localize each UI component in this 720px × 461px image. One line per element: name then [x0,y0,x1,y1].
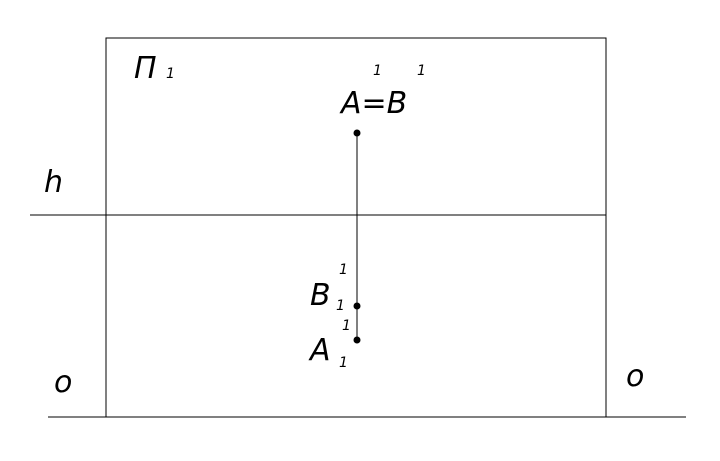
point-a-sub: 1 [339,355,348,371]
axis-o-label-left: o [54,365,72,400]
point-a1 [353,336,361,344]
point-b-sup: 1 [339,262,348,278]
axis-h-label: h [44,165,63,200]
top-point-sup-b: 1 [417,63,426,79]
point-b-sub: 1 [336,298,345,314]
point-a-label: A [308,333,331,368]
axis-o-label-right: o [626,359,644,394]
plane-label-subscript: 1 [166,66,175,82]
plane-label: П [134,51,157,86]
top-point-sup-a: 1 [373,63,382,79]
point-b-label: B [310,278,331,313]
top-point-label: A=B [339,86,407,121]
point-a-sup: 1 [342,318,351,334]
point-ab-top [353,129,361,137]
point-b1 [353,302,361,310]
